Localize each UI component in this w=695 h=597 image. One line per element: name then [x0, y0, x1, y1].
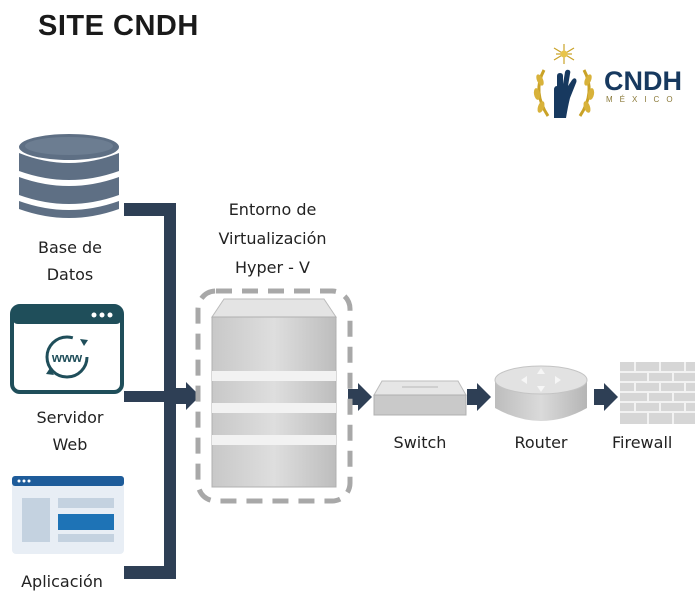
virtualization-label-line3: Hyper - V	[235, 258, 310, 277]
www-window-icon: www	[10, 304, 124, 394]
db-connector	[124, 203, 176, 216]
arrow-to-hyperv	[176, 382, 200, 410]
router-icon	[494, 365, 588, 421]
arrow-to-router	[467, 383, 491, 411]
firewall-icon	[620, 362, 695, 424]
arrow-to-firewall	[594, 383, 618, 411]
logo-subtitle: MÉXICO	[606, 95, 680, 104]
arrow-to-switch	[348, 383, 372, 411]
server-rack-icon	[195, 288, 353, 504]
logo-wordmark: CNDH	[604, 66, 682, 96]
cndh-logo	[520, 40, 695, 135]
virtualization-label-line2: Virtualización	[218, 229, 327, 248]
switch-icon	[373, 380, 467, 416]
router-label: Router	[514, 433, 568, 452]
web-server-label-line2: Web	[52, 435, 88, 454]
application-label: Aplicación	[21, 572, 103, 591]
web-connector	[124, 391, 176, 402]
firewall-label: Firewall	[612, 433, 673, 452]
cndh-emblem-icon	[533, 44, 595, 118]
application-window-icon	[12, 476, 124, 554]
www-text: www	[51, 350, 83, 365]
database-label-line2: Datos	[46, 265, 94, 284]
web-server-label-line1: Servidor	[36, 408, 104, 427]
database-icon	[19, 134, 119, 218]
app-connector	[124, 566, 176, 579]
database-label-line1: Base de	[37, 238, 103, 257]
page-title: SITE CNDH	[38, 10, 199, 42]
switch-label: Switch	[393, 433, 447, 452]
virtualization-label-line1: Entorno de	[228, 200, 317, 219]
